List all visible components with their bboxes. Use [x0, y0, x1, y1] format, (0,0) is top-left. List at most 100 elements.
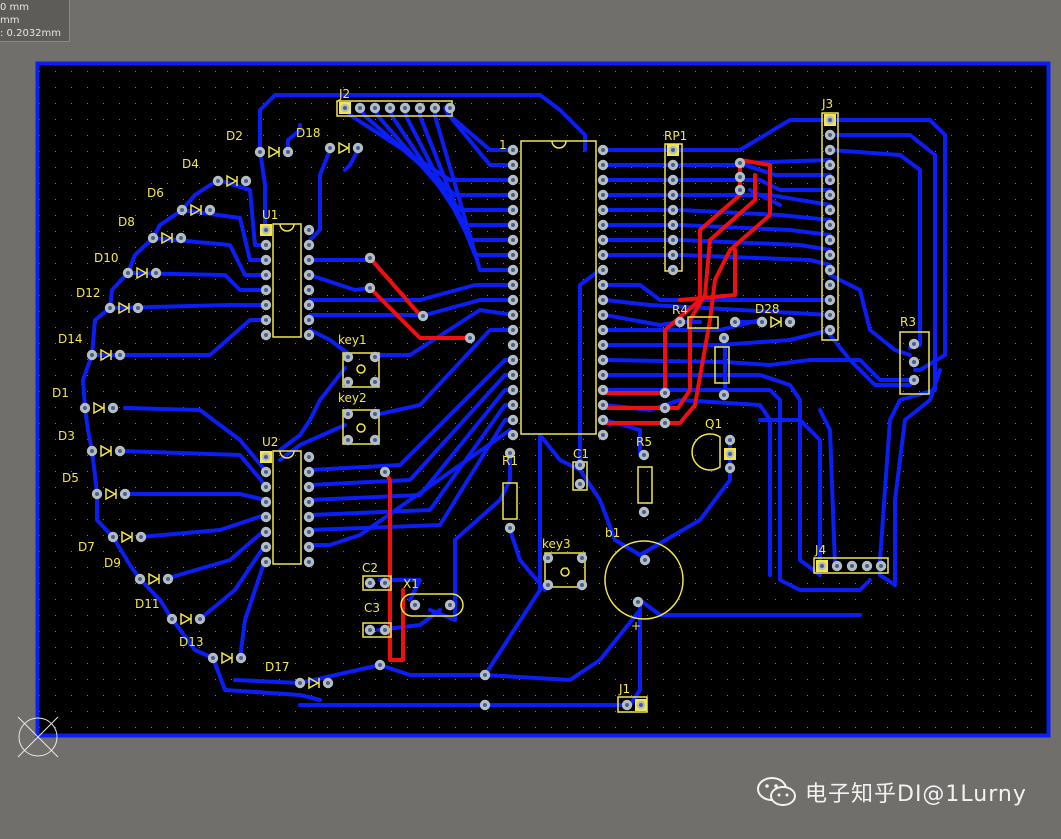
j2-pad-hole	[388, 106, 392, 110]
wechat-icon	[757, 777, 796, 806]
diode-pad-hole	[95, 492, 99, 496]
diode-pad-hole	[126, 271, 130, 275]
u2-pad-hole	[307, 545, 311, 549]
mcu-pad-hole	[601, 388, 605, 392]
diode-pad-hole	[154, 271, 158, 275]
mcu-pad-hole	[601, 148, 605, 152]
diode-pad-hole	[239, 656, 243, 660]
diode-pad-hole	[111, 535, 115, 539]
rp1-pad-hole	[671, 208, 675, 212]
mcu-pad-hole	[511, 268, 515, 272]
mcu-pad-hole	[601, 193, 605, 197]
diode-symbol-icon	[226, 174, 238, 188]
label-key2: key2	[338, 391, 367, 405]
misc-pad-hole	[578, 463, 582, 467]
mcu-pad-hole	[511, 373, 515, 377]
key-pad-hole	[373, 438, 377, 442]
misc-pad-hole	[663, 421, 667, 425]
mcu-pad-hole	[511, 253, 515, 257]
rp1-pad-hole	[671, 268, 675, 272]
diode-symbol-icon	[93, 401, 105, 415]
misc-pad-hole	[448, 603, 452, 607]
j3-pad-hole	[828, 178, 832, 182]
mcu-pad-hole	[511, 403, 515, 407]
u2-pad-hole	[264, 560, 268, 564]
label-D10: D10	[94, 251, 119, 265]
j3-pad-hole	[828, 118, 832, 122]
mcu-pad-hole	[511, 388, 515, 392]
mcu-pad-hole	[601, 418, 605, 422]
diode-pad-hole	[244, 179, 248, 183]
label-D5: D5	[62, 471, 79, 485]
key-pad-hole	[546, 556, 550, 560]
mcu-pad-hole	[511, 238, 515, 242]
u1-pad-hole	[307, 258, 311, 262]
mcu-pad-hole	[601, 223, 605, 227]
misc-pad-hole	[483, 703, 487, 707]
mcu-pad-hole	[511, 358, 515, 362]
j3-pad-hole	[828, 208, 832, 212]
misc-pad-hole	[643, 558, 647, 562]
misc-pad-hole	[413, 603, 417, 607]
misc-pad-hole	[625, 703, 629, 707]
diode-pad-hole	[180, 208, 184, 212]
key-pad-hole	[346, 438, 350, 442]
j2-pad-hole	[448, 106, 452, 110]
key-pad-hole	[580, 556, 584, 560]
u2-pad-hole	[307, 500, 311, 504]
key-pad-hole	[546, 583, 550, 587]
label-plus: +	[631, 619, 641, 633]
mcu-pad-hole	[511, 193, 515, 197]
misc-pad-hole	[508, 526, 512, 530]
u2-pad-hole	[264, 515, 268, 519]
label-D11: D11	[135, 597, 160, 611]
u1-pad-hole	[307, 288, 311, 292]
diode-pad-hole	[138, 577, 142, 581]
misc-pad-hole	[483, 673, 487, 677]
u1-pad-hole	[264, 258, 268, 262]
misc-pad-hole	[383, 628, 387, 632]
coord-line-grid: : 0.2032mm	[0, 28, 62, 39]
label-J2: J2	[338, 87, 350, 101]
j3-pad-hole	[828, 238, 832, 242]
diode-symbol-icon	[121, 530, 133, 544]
diode-pad-hole	[90, 449, 94, 453]
misc-pad-hole	[508, 451, 512, 455]
u2-pad-hole	[264, 485, 268, 489]
u1-pad-hole	[264, 288, 268, 292]
misc-pad-hole	[835, 564, 839, 568]
mcu-pad-hole	[601, 208, 605, 212]
misc-pad-hole	[733, 320, 737, 324]
label-key3: key3	[542, 537, 571, 551]
label-X1: X1	[403, 577, 419, 591]
diode-pad-hole	[111, 406, 115, 410]
misc-pad-hole	[383, 470, 387, 474]
u1-pad-hole	[264, 303, 268, 307]
misc-pad-hole	[820, 564, 824, 568]
diode-symbol-icon	[148, 572, 160, 586]
mcu-pad-hole	[601, 373, 605, 377]
label-D18: D18	[296, 126, 321, 140]
mcu-pad-hole	[511, 148, 515, 152]
key-pad-hole	[373, 380, 377, 384]
mcu-pad-hole	[511, 223, 515, 227]
label-C1: C1	[573, 447, 589, 461]
mcu-pad-hole	[601, 328, 605, 332]
label-D2: D2	[226, 129, 243, 143]
u1-pad-hole	[307, 318, 311, 322]
label-D3: D3	[58, 429, 75, 443]
mcu-pad-hole	[601, 313, 605, 317]
origin-marker-icon	[17, 716, 59, 758]
label-D9: D9	[104, 556, 121, 570]
u2-pad-hole	[264, 455, 268, 459]
misc-pad-hole	[738, 161, 742, 165]
rp1-pad-hole	[671, 193, 675, 197]
key-pad-hole	[346, 355, 350, 359]
watermark-text: 电子知乎DI@1Lurny	[805, 782, 1027, 807]
diode-symbol-icon	[268, 145, 280, 159]
mcu-pad-hole	[601, 283, 605, 287]
misc-pad-hole	[368, 286, 372, 290]
mcu-pad-hole	[601, 178, 605, 182]
u1-pad-hole	[264, 333, 268, 337]
